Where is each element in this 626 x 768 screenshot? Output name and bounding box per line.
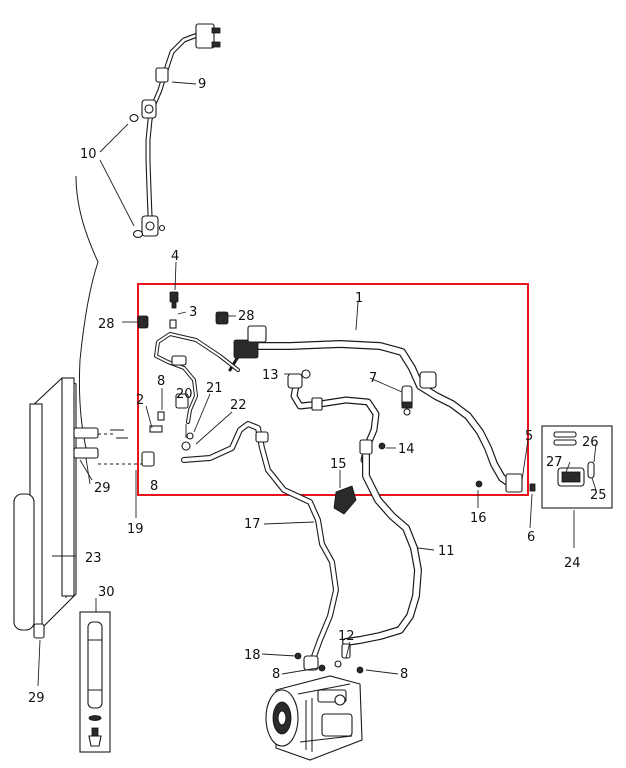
condenser-part-23 <box>29 377 142 629</box>
label-8-lower-mid: 8 <box>272 667 280 682</box>
label-28-right: 28 <box>238 309 255 324</box>
o-ring-part-13 <box>301 369 311 379</box>
drier-kit-box-part-30 <box>79 611 111 753</box>
label-14: 14 <box>398 442 415 457</box>
label-9: 9 <box>198 77 206 92</box>
label-28-left: 28 <box>98 317 115 332</box>
label-8-lower-left: 8 <box>150 479 158 494</box>
label-12: 12 <box>338 629 355 644</box>
label-5: 5 <box>525 429 533 444</box>
fasteners <box>137 291 536 674</box>
bracket-part-15 <box>333 485 357 515</box>
label-2: 2 <box>136 393 144 408</box>
leader-lines <box>37 81 597 687</box>
label-6: 6 <box>527 530 535 545</box>
o-ring-part-10 <box>129 113 166 239</box>
pressure-sensor-part-7 <box>401 385 413 416</box>
drier-part-29 <box>13 493 45 639</box>
label-22: 22 <box>230 398 247 413</box>
label-16: 16 <box>470 511 487 526</box>
label-11: 11 <box>438 544 455 559</box>
label-10: 10 <box>80 147 97 162</box>
label-20: 20 <box>176 387 193 402</box>
label-27: 27 <box>546 455 563 470</box>
hose-part-11 <box>342 439 422 646</box>
callout-labels: 9 10 4 3 28 28 1 13 7 8 2 21 20 22 14 5 … <box>28 77 607 706</box>
compressor <box>265 675 363 761</box>
label-21: 21 <box>206 381 223 396</box>
label-26: 26 <box>582 435 599 450</box>
label-29-top: 29 <box>94 481 111 496</box>
label-30: 30 <box>98 585 115 600</box>
label-15: 15 <box>330 457 347 472</box>
hose-part-17 <box>141 421 339 671</box>
label-8-upper: 8 <box>157 374 165 389</box>
discharge-line-segment <box>154 332 240 424</box>
sensor-kit-box-part-24 <box>541 425 613 509</box>
label-19: 19 <box>127 522 144 537</box>
label-8-lower-right: 8 <box>400 667 408 682</box>
label-25: 25 <box>590 488 607 503</box>
label-24: 24 <box>564 556 581 571</box>
hose-assembly-part-1 <box>228 325 523 493</box>
label-17: 17 <box>244 517 261 532</box>
connector-line <box>75 175 99 449</box>
label-29-bottom: 29 <box>28 691 45 706</box>
liquid-line-part-9 <box>141 23 221 237</box>
label-1: 1 <box>355 291 363 306</box>
label-13: 13 <box>262 368 279 383</box>
highlight-box-part-1 <box>137 283 529 496</box>
label-3: 3 <box>189 305 197 320</box>
label-23: 23 <box>85 551 102 566</box>
label-4: 4 <box>171 249 179 264</box>
label-18: 18 <box>244 648 261 663</box>
label-7: 7 <box>369 371 377 386</box>
